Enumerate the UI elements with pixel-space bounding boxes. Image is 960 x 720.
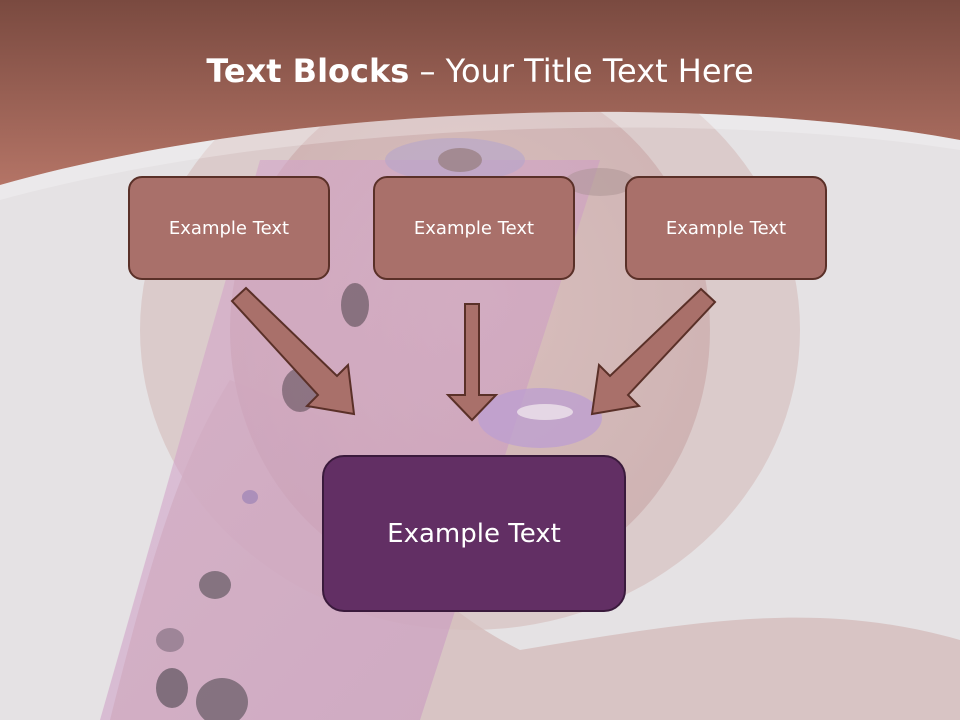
arrow-right [590, 287, 717, 416]
text-block-center: Example Text [373, 176, 575, 280]
text-block-left: Example Text [128, 176, 330, 280]
text-block-right: Example Text [625, 176, 827, 280]
title-rest-text: Your Title Text Here [445, 52, 754, 90]
arrow-left [230, 286, 356, 416]
text-block-result: Example Text [322, 455, 626, 612]
slide-title: Text Blocks – Your Title Text Here [0, 52, 960, 90]
title-dash: – [409, 52, 446, 90]
title-bold-text: Text Blocks [206, 52, 410, 90]
arrow-center [445, 303, 499, 422]
